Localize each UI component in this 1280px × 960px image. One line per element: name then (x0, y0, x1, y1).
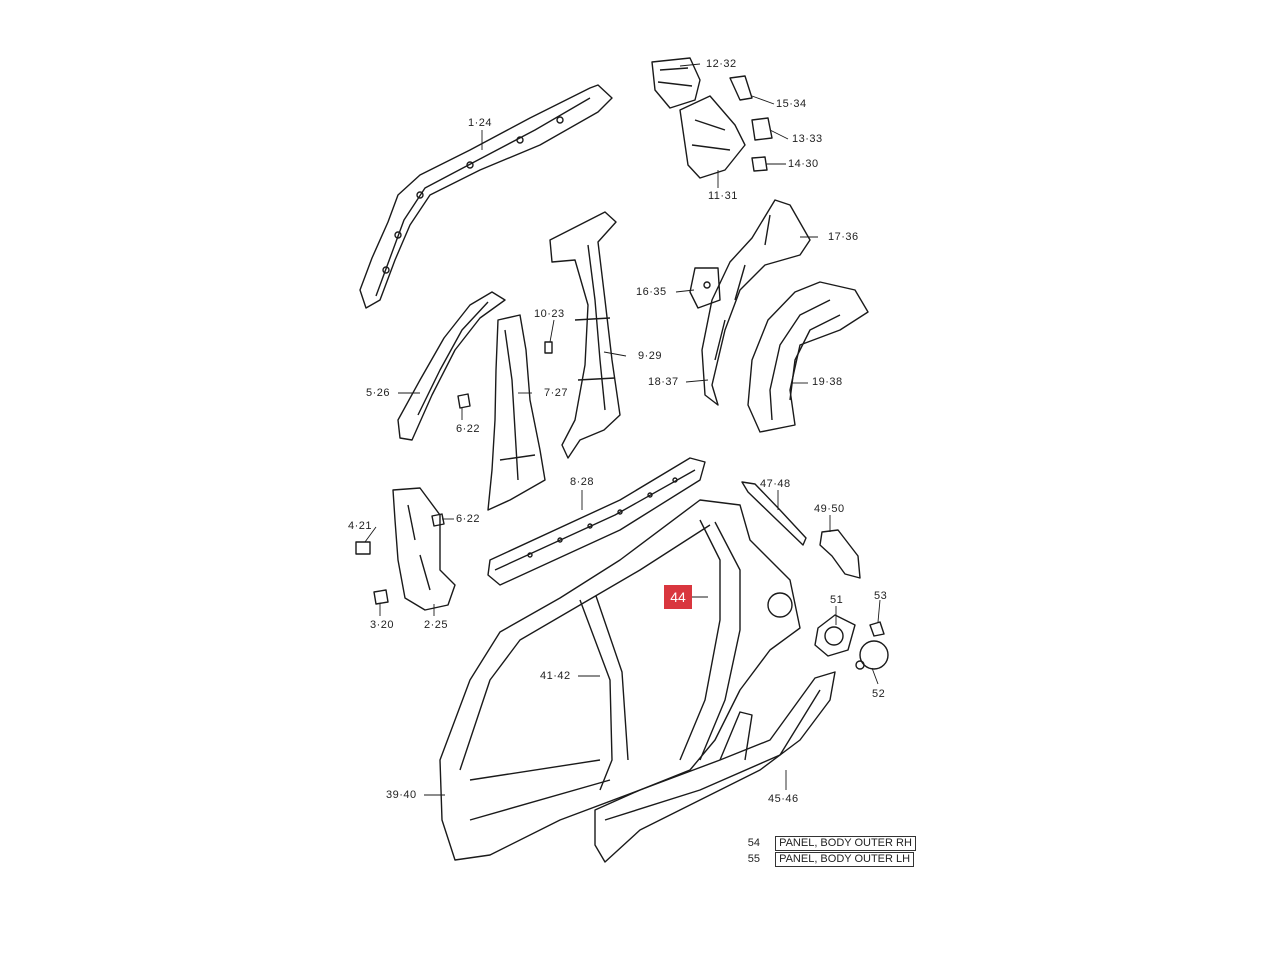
callout-17-36: 17·36 (828, 231, 859, 243)
callout-5-26: 5·26 (366, 387, 391, 399)
callout-6-22-upper: 6·22 (456, 423, 481, 435)
part-a-pillar-upper (397, 291, 506, 441)
callout-19-38: 19·38 (812, 376, 843, 388)
legend-row-55: 55 PANEL, BODY OUTER LH (736, 852, 915, 867)
part-a-pillar-reinforcement (487, 314, 546, 511)
leader-lines (364, 63, 881, 796)
part-roof-rail (359, 84, 613, 309)
callout-16-35: 16·35 (636, 286, 667, 298)
callout-6-22-lower: 6·22 (456, 513, 481, 525)
callout-10-23: 10·23 (534, 308, 565, 320)
callout-49-50: 49·50 (814, 503, 845, 515)
legend-number: 54 (747, 837, 760, 849)
callout-45-46: 45·46 (768, 793, 799, 805)
callout-12-32: 12·32 (706, 58, 737, 70)
callout-39-40: 39·40 (386, 789, 417, 801)
part-quarter-inner (701, 199, 811, 406)
part-small-tabs (431, 341, 553, 527)
callout-11-31: 11·31 (708, 190, 738, 202)
callout-8-28: 8·28 (570, 476, 595, 488)
callout-2-25: 2·25 (424, 619, 449, 631)
part-fuel-lid (855, 621, 889, 670)
part-small-brackets (729, 75, 773, 172)
part-b-pillar-inner (549, 211, 621, 459)
part-strap (741, 481, 807, 546)
part-bracket-49 (819, 529, 861, 579)
callout-44-highlight: 44 (664, 585, 692, 609)
legend-text: PANEL, BODY OUTER RH (775, 836, 916, 851)
callout-7-27: 7·27 (544, 387, 569, 399)
legend-number: 55 (747, 853, 760, 865)
callout-14-30: 14·30 (788, 158, 819, 170)
callout-53: 53 (874, 590, 888, 602)
callout-13-33: 13·33 (792, 133, 823, 145)
callout-3-20: 3·20 (370, 619, 395, 631)
callout-47-48: 47·48 (760, 478, 791, 490)
part-fuel-filler-housing (814, 614, 856, 657)
callout-52: 52 (872, 688, 886, 700)
callout-41-42: 41·42 (540, 670, 571, 682)
part-wheelhouse (747, 281, 869, 433)
callout-18-37: 18·37 (648, 376, 679, 388)
callout-1-24: 1·24 (468, 117, 493, 129)
part-body-outer-rear-sill (594, 671, 836, 863)
part-front-hinge-pillar (355, 487, 456, 611)
callout-15-34: 15·34 (776, 98, 807, 110)
callout-51: 51 (830, 594, 844, 606)
part-body-outer-front (439, 499, 801, 861)
callout-9-29: 9·29 (638, 350, 663, 362)
legend-text: PANEL, BODY OUTER LH (775, 852, 915, 867)
part-side-sill (487, 457, 706, 586)
part-upper-bracket (651, 57, 746, 179)
callout-4-21: 4·21 (348, 520, 373, 532)
legend-row-54: 54 PANEL, BODY OUTER RH (736, 836, 916, 851)
part-bracket-16 (689, 267, 721, 309)
